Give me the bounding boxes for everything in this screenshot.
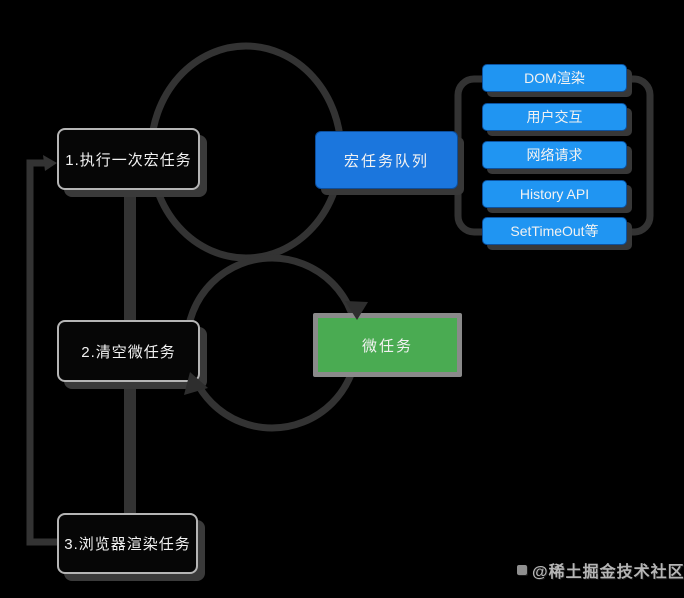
connector-return-loop [26,159,57,546]
macro-task-type-dom-render: DOM渲染 [482,64,627,92]
macro-task-type-history-api: History API [482,180,627,208]
step-box-clear-micro-tasks: 2.清空微任务 [57,320,200,382]
task-item-label: 用户交互 [526,109,583,125]
watermark: @稀土掘金技术社区 [517,558,684,582]
macro-task-queue-box: 宏任务队列 [315,131,458,189]
task-item-label: History API [519,186,590,202]
step-label: 3.浏览器渲染任务 [64,536,191,553]
macro-task-type-user-interaction: 用户交互 [482,103,627,131]
macro-task-queue-label: 宏任务队列 [343,152,429,170]
task-item-label: 网络请求 [526,147,583,163]
micro-task-box: 微任务 [313,313,462,377]
task-item-label: DOM渲染 [524,70,585,86]
step-label: 1.执行一次宏任务 [65,151,192,169]
step-box-run-macro-task: 1.执行一次宏任务 [57,128,200,190]
arrowhead-into-step1-icon [43,155,57,171]
step-label: 2.清空微任务 [81,343,176,361]
watermark-text: @稀土掘金技术社区 [532,564,684,581]
macro-task-type-settimeout: SetTimeOut等 [482,217,627,245]
step-box-browser-render: 3.浏览器渲染任务 [57,513,198,574]
macro-task-type-network-request: 网络请求 [482,141,627,169]
micro-task-label: 微任务 [361,337,413,355]
watermark-logo-icon [517,565,527,575]
task-item-label: SetTimeOut等 [510,223,599,239]
